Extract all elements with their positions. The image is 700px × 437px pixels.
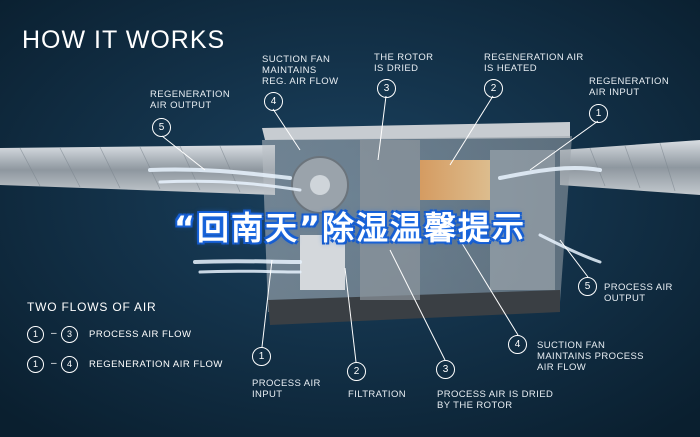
legend-to-number: 3	[61, 326, 78, 343]
airflow-streams	[148, 165, 602, 274]
legend-to-number: 4	[61, 356, 78, 373]
banner-title: “回南天”除湿温馨提示	[173, 209, 527, 247]
unit-base	[268, 290, 560, 325]
legend-dash: –	[51, 358, 57, 369]
legend-label: PROCESS AIR FLOW	[89, 329, 192, 340]
callout-number-regen-output: 5	[152, 118, 171, 137]
callout-number-process-dried: 3	[436, 360, 455, 379]
callout-number-suction-fan-process: 4	[508, 335, 527, 354]
legend-title: TWO FLOWS OF AIR	[27, 300, 157, 314]
unit-top	[262, 122, 570, 140]
right-duct-ribs	[589, 142, 676, 192]
legend-from-number: 1	[27, 356, 44, 373]
callout-number-rotor-dried: 3	[377, 79, 396, 98]
fan-hub	[310, 175, 330, 195]
callout-lines	[161, 95, 599, 363]
label-suction-fan-reg-flow: SUCTION FAN MAINTAINS REG. AIR FLOW	[262, 54, 339, 87]
callout-number-process-output: 5	[578, 277, 597, 296]
rotor-chamber	[360, 140, 420, 300]
page-title: HOW IT WORKS	[22, 26, 226, 54]
label-rotor-is-dried: THE ROTOR IS DRIED	[374, 52, 434, 74]
heater	[420, 160, 490, 200]
callout-number-regen-input: 1	[589, 104, 608, 123]
label-suction-fan-process-flow: SUCTION FAN MAINTAINS PROCESS AIR FLOW	[537, 340, 644, 373]
label-regeneration-air-input: REGENERATION AIR INPUT	[589, 76, 670, 98]
label-regeneration-air-heated: REGENERATION AIR IS HEATED	[484, 52, 584, 74]
callout-number-regen-heated: 2	[484, 79, 503, 98]
legend-from-number: 1	[27, 326, 44, 343]
legend-label: REGENERATION AIR FLOW	[89, 359, 223, 370]
label-regeneration-air-output: REGENERATION AIR OUTPUT	[150, 89, 231, 111]
label-process-air-input: PROCESS AIR INPUT	[252, 378, 321, 400]
legend-dash: –	[51, 328, 57, 339]
callout-number-suction-fan-reg: 4	[264, 92, 283, 111]
label-process-air-dried: PROCESS AIR IS DRIED BY THE ROTOR	[437, 389, 554, 411]
callout-number-filtration: 2	[347, 362, 366, 381]
label-filtration: FILTRATION	[348, 389, 407, 400]
label-process-air-output: PROCESS AIR OUTPUT	[604, 282, 673, 304]
right-duct	[560, 140, 700, 195]
filter	[300, 235, 345, 290]
callout-number-process-input: 1	[252, 347, 271, 366]
